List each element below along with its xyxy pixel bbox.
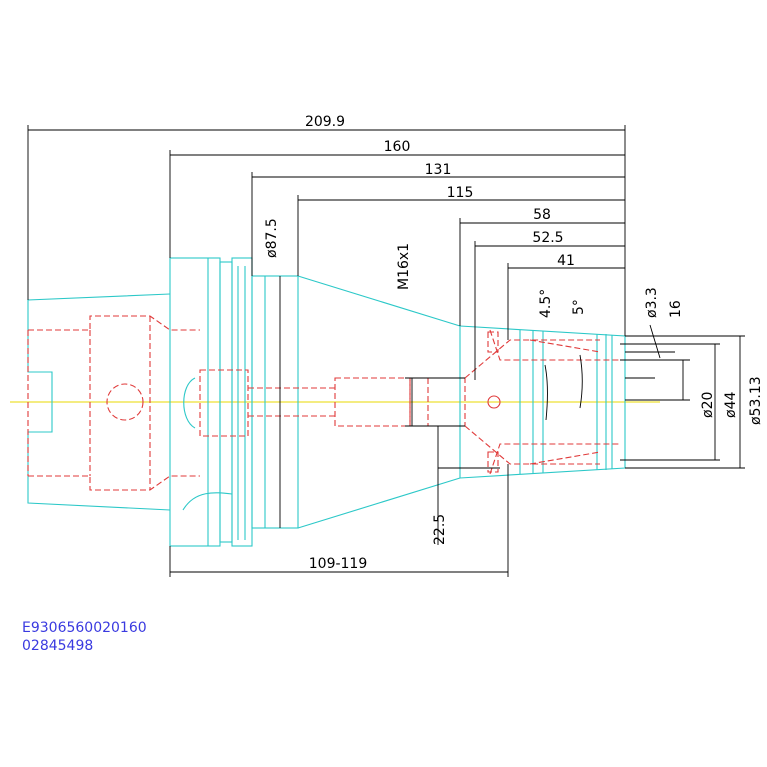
dim-length-131: 131 xyxy=(425,162,452,178)
product-code: 02845498 xyxy=(22,638,93,654)
dim-diameter-44: ø44 xyxy=(723,392,739,418)
dim-gauge-range: 109-119 xyxy=(309,556,368,572)
dim-length-58: 58 xyxy=(533,207,551,223)
dim-flange-diameter: ø87.5 xyxy=(264,218,280,258)
dim-length-22-5: 22.5 xyxy=(432,514,448,545)
tool-holder-outline xyxy=(27,257,626,547)
dim-length-160: 160 xyxy=(384,139,411,155)
dim-length-52-5: 52.5 xyxy=(532,230,563,246)
part-number: E9306560020160 xyxy=(22,620,147,636)
dim-angle-5: 5° xyxy=(571,299,587,315)
dim-depth-16: 16 xyxy=(668,300,684,318)
dim-diameter-53-13: ø53.13 xyxy=(748,376,764,425)
dim-angle-4-5: 4.5° xyxy=(538,289,554,318)
hidden-internal-features xyxy=(27,315,620,491)
dim-thread: M16x1 xyxy=(396,243,412,290)
dim-length-41: 41 xyxy=(557,253,575,269)
dimension-lines xyxy=(27,125,745,577)
dim-overall-length: 209.9 xyxy=(305,114,345,130)
dim-diameter-20: ø20 xyxy=(700,392,716,418)
dim-diameter-3-3: ø3.3 xyxy=(644,287,660,318)
dim-length-115: 115 xyxy=(447,185,474,201)
